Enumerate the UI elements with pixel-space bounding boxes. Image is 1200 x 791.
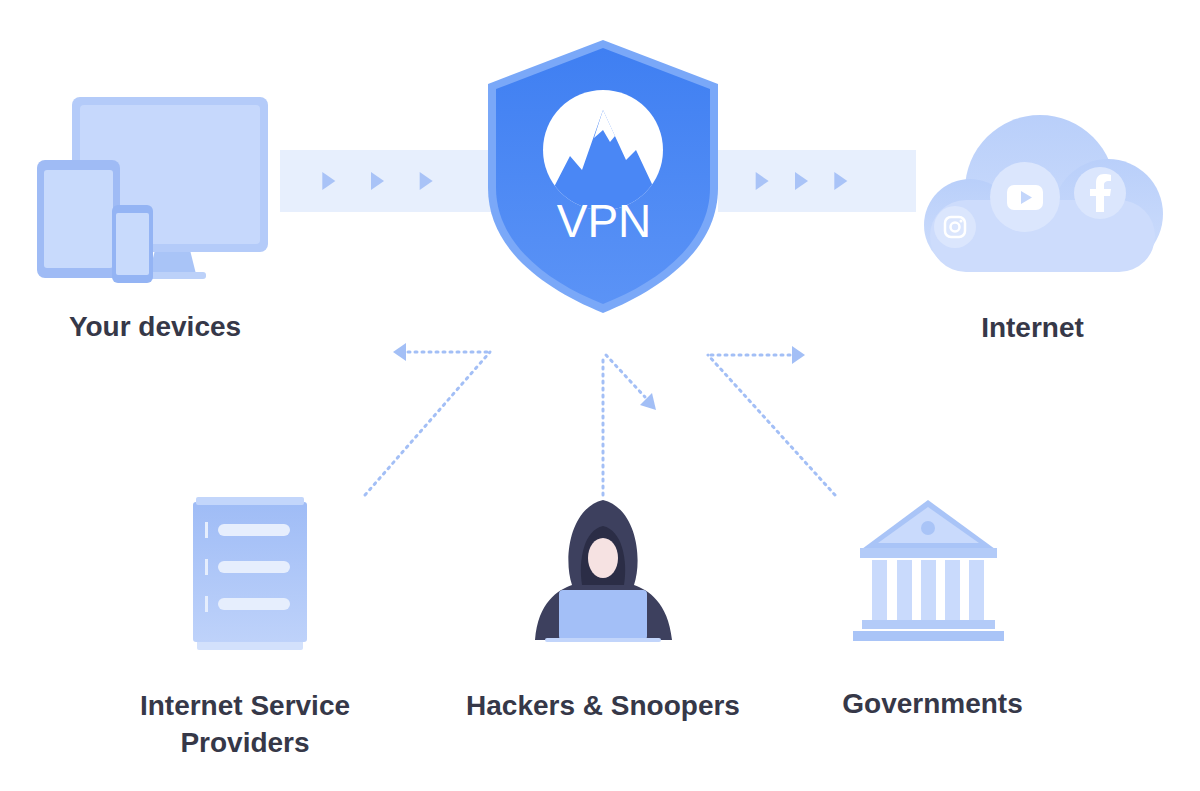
- internet-node: Internet: [896, 110, 1169, 352]
- isp-node: Internet Service Providers: [110, 495, 380, 765]
- traffic-band: [280, 150, 506, 212]
- cloud-icon: [924, 115, 1163, 272]
- node-label: Governments: [796, 685, 1069, 722]
- shield-outline: [486, 38, 722, 316]
- dotted-connector: [708, 355, 835, 495]
- shield-label: VPN: [486, 196, 722, 246]
- node-label: Your devices: [26, 308, 284, 345]
- hacker-node: Hackers & Snoopers: [446, 495, 760, 735]
- deflection-arrows: [408, 352, 790, 397]
- hacker-icon: [535, 500, 672, 642]
- deflection-heads: [393, 343, 805, 410]
- traffic-band: [718, 150, 916, 212]
- dotted-connector: [603, 355, 604, 495]
- government-icon: [853, 500, 1004, 641]
- node-label: Internet Service Providers: [114, 687, 376, 761]
- devices-icon: [37, 97, 268, 283]
- node-label: Internet: [896, 309, 1169, 346]
- vpn-shield: VPN: [486, 38, 722, 316]
- node-label: Hackers & Snoopers: [446, 687, 760, 724]
- government-node: Governments: [796, 495, 1069, 735]
- devices-node: Your devices: [26, 90, 284, 352]
- server-icon: [193, 497, 307, 650]
- dotted-connector: [365, 352, 490, 495]
